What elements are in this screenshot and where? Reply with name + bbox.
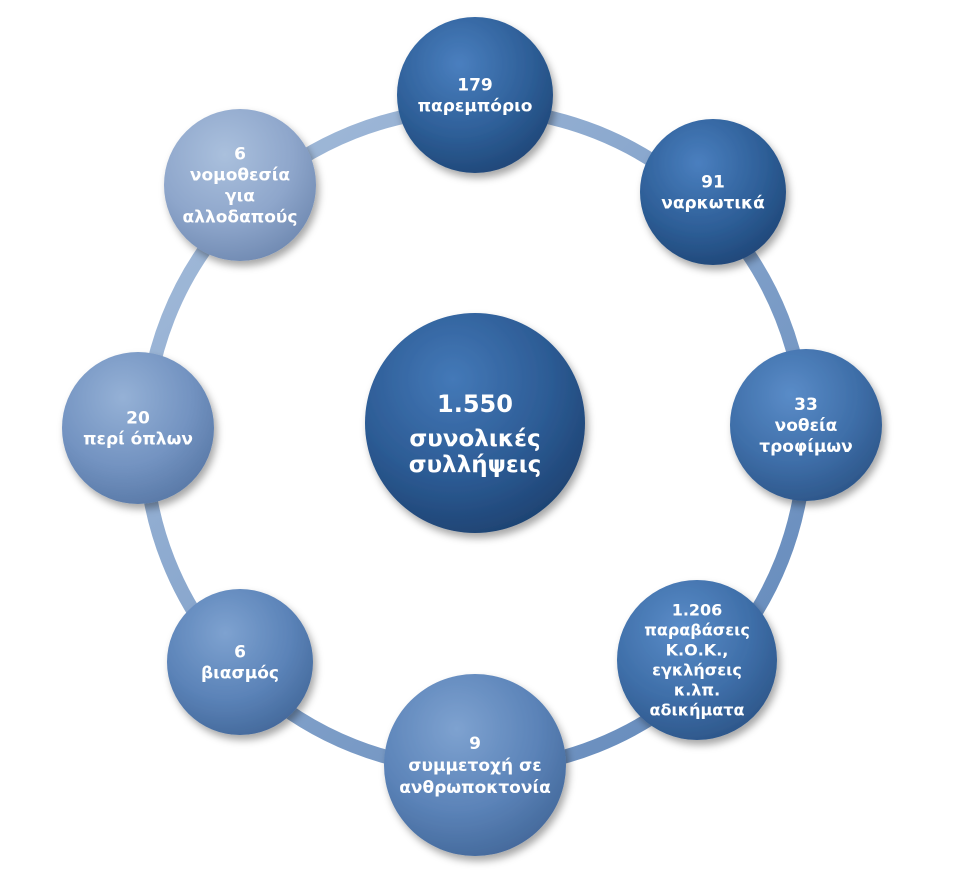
node-value-smuggling: 179 <box>457 75 493 95</box>
node-value-narcotics: 91 <box>701 172 725 192</box>
node-value-traffic-violations: 1.206 <box>672 601 723 620</box>
node-label-food-adulteration-1: νοθεία <box>775 416 838 436</box>
node-label-homicide-1: συμμετοχή σε <box>408 756 541 776</box>
node-label-rape-1: βιασμός <box>201 663 279 683</box>
node-circle-food-adulteration <box>730 349 882 501</box>
node-circle-traffic-violations <box>617 580 777 740</box>
node-label-food-adulteration-2: τροφίμων <box>759 437 852 457</box>
node-traffic-violations: 1.206παραβάσειςΚ.Ο.Κ.,εγκλήσειςκ.λπ.αδικ… <box>617 580 777 740</box>
node-value-rape: 6 <box>234 642 246 662</box>
node-circle-smuggling <box>397 17 553 173</box>
center-label-line-2: συλλήψεις <box>409 452 542 478</box>
node-label-foreigners-law-1: νομοθεσία <box>190 165 290 185</box>
node-value-food-adulteration: 33 <box>794 395 818 415</box>
node-circle-rape <box>167 589 313 735</box>
node-label-traffic-violations-4: κ.λπ. <box>674 681 720 700</box>
center-value: 1.550 <box>437 390 513 418</box>
node-label-foreigners-law-2: για <box>225 186 255 206</box>
node-label-smuggling-1: παρεμπόριο <box>418 96 533 116</box>
node-value-homicide: 9 <box>469 734 481 754</box>
node-circle-weapons <box>62 352 214 504</box>
node-label-weapons-1: περί όπλων <box>83 429 193 449</box>
center-circle <box>365 313 585 533</box>
node-value-weapons: 20 <box>126 408 150 428</box>
node-value-foreigners-law: 6 <box>234 144 246 164</box>
node-label-traffic-violations-2: Κ.Ο.Κ., <box>666 641 729 660</box>
node-label-traffic-violations-1: παραβάσεις <box>644 621 750 640</box>
node-circle-narcotics <box>640 119 786 265</box>
center-label-line-1: συνολικές <box>409 426 540 452</box>
node-circle-homicide <box>384 674 566 856</box>
node-circle-foreigners-law <box>164 109 316 261</box>
node-label-traffic-violations-5: αδικήματα <box>650 701 745 720</box>
node-label-homicide-2: ανθρωποκτονία <box>399 778 551 798</box>
node-label-traffic-violations-3: εγκλήσεις <box>652 661 742 680</box>
node-label-foreigners-law-3: αλλοδαπούς <box>183 207 298 227</box>
center-node-total-arrests: 1.550 συνολικές συλλήψεις <box>365 313 585 533</box>
node-label-narcotics-1: ναρκωτικά <box>661 193 765 213</box>
